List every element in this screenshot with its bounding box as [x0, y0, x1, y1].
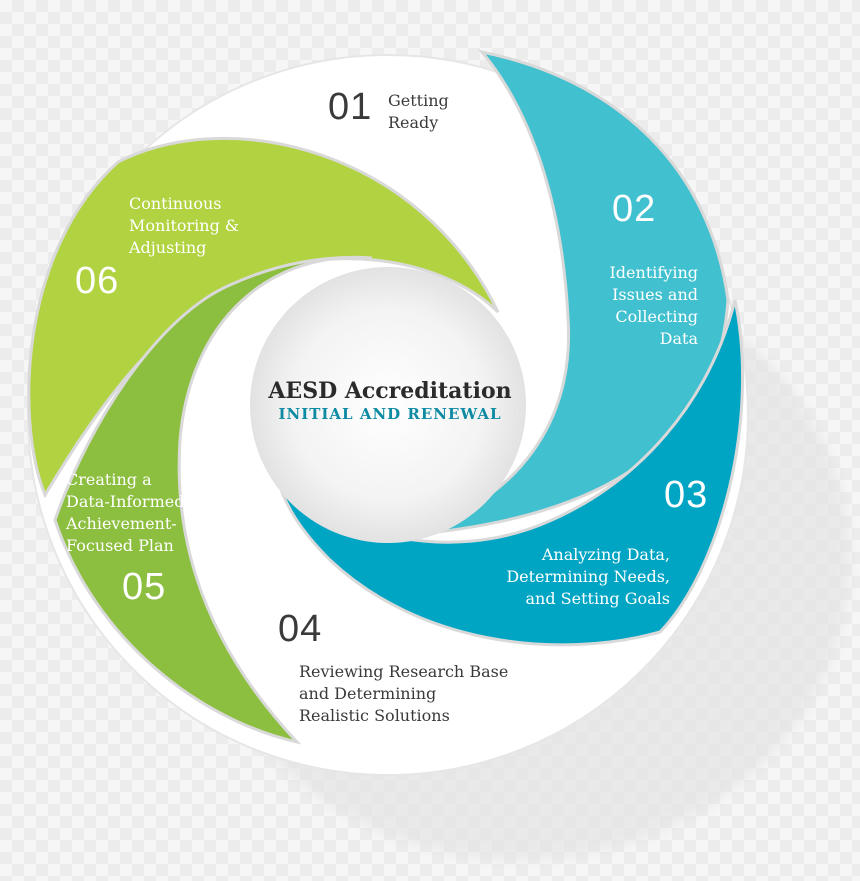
center-hub — [250, 267, 526, 543]
step-05-number: 05 — [122, 566, 167, 608]
step-04-label-line: and Determining — [299, 684, 437, 703]
step-03-label-line: Analyzing Data, — [541, 545, 670, 564]
center-subtitle: INITIAL AND RENEWAL — [278, 405, 502, 423]
segment-05-shape — [53, 255, 373, 745]
step-06-label: Continuous Monitoring & Adjusting — [129, 193, 239, 259]
step-04-label-line: Reviewing Research Base — [299, 662, 509, 681]
step-01-label-line: Getting — [388, 91, 449, 110]
step-06-label-line: Monitoring & — [129, 216, 240, 235]
step-02-label-line: Collecting — [615, 307, 698, 326]
step-02-number: 02 — [612, 188, 657, 230]
step-06-label-line: Adjusting — [129, 238, 207, 257]
step-05-label-line: Focused Plan — [66, 536, 174, 555]
step-02-label-line: Data — [659, 329, 698, 348]
step-04-label: Reviewing Research Base and Determining … — [299, 661, 508, 727]
step-05-label-line: Achievement- — [66, 514, 177, 533]
step-03-label-line: and Setting Goals — [525, 589, 671, 608]
step-04-number: 04 — [278, 608, 323, 650]
step-05-label: Creating a Data-Informed, Achievement- F… — [66, 469, 190, 557]
step-06-number: 06 — [75, 260, 120, 302]
step-03-label: Analyzing Data, Determining Needs, and S… — [470, 544, 670, 610]
step-03-number: 03 — [664, 474, 709, 516]
segment-02-shape — [407, 49, 730, 537]
step-04-label-line: Realistic Solutions — [299, 706, 450, 725]
step-02-label: Identifying Issues and Collecting Data — [560, 262, 698, 350]
step-02-label-line: Identifying — [609, 263, 698, 282]
step-01-label-line: Ready — [388, 113, 439, 132]
step-06-label-line: Continuous — [129, 194, 222, 213]
step-01-label: Getting Ready — [388, 90, 449, 134]
step-05-label-line: Creating a — [66, 470, 152, 489]
step-01-number: 01 — [328, 86, 373, 128]
center-title: AESD Accreditation — [268, 378, 512, 404]
step-05-label-line: Data-Informed, — [66, 492, 190, 511]
segment-03-shape — [275, 299, 745, 647]
step-03-label-line: Determining Needs, — [506, 567, 670, 586]
step-02-label-line: Issues and — [612, 285, 698, 304]
